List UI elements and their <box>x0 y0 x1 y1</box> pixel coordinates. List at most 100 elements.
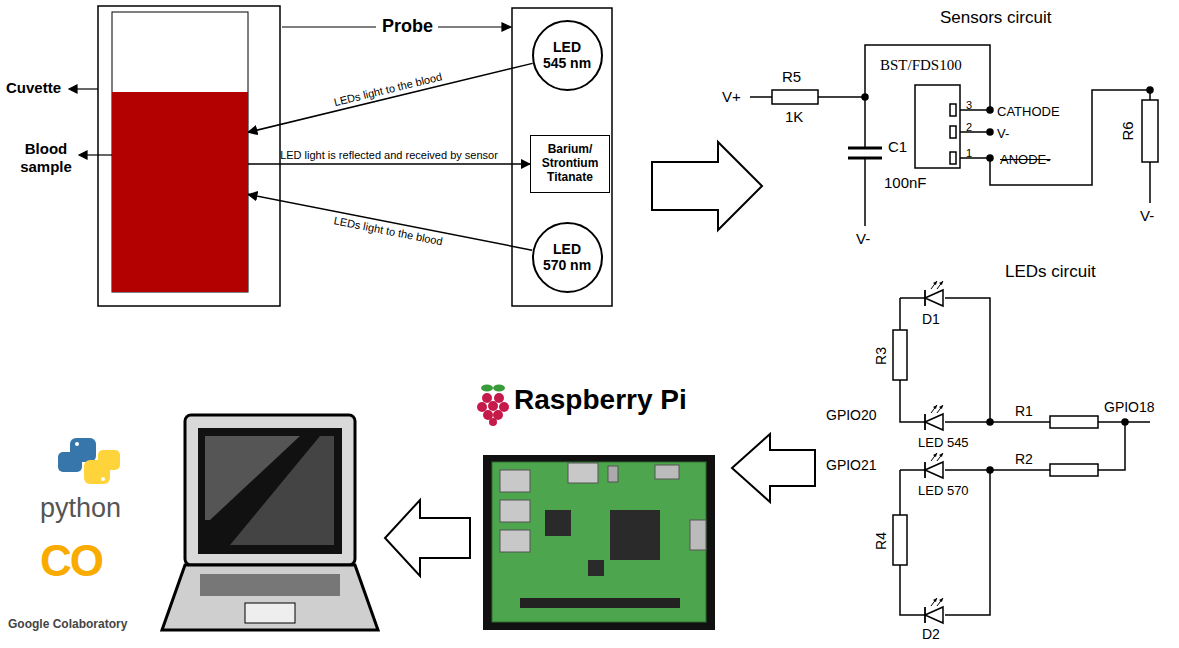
laptop <box>162 415 378 630</box>
raspberry-pi-board-part <box>500 500 530 522</box>
raspberry-pi-board-part <box>610 510 660 560</box>
label-holder: ANODE- <box>1000 150 1051 168</box>
arrow-connector <box>248 63 532 132</box>
label-text: D1 <box>922 311 940 327</box>
label-holder: Google Colaboratory <box>8 614 127 632</box>
leader-lines-part <box>502 23 511 31</box>
cuvette-part <box>112 12 248 292</box>
arrow-connector <box>248 163 530 165</box>
edge-label-holder: LED light is reflected and received by s… <box>280 149 498 161</box>
sensor-circuit-part <box>1149 162 1151 203</box>
led-circuit-part <box>945 298 990 422</box>
label-holder: CATHODE <box>997 102 1060 120</box>
label-text: LEDs circuit <box>1005 262 1096 281</box>
label-holder: R3 <box>872 347 890 365</box>
raspberry-pi-board-part <box>690 520 706 550</box>
label-text: python <box>40 493 121 523</box>
led-circle: LED 570 nm <box>532 222 603 293</box>
led-circle: LED 545 nm <box>532 20 603 91</box>
label-text: Probe <box>382 16 433 36</box>
raspberry-pi-board-part <box>481 385 493 392</box>
blood-sample: Blood sample <box>112 92 248 292</box>
label-text: 3 <box>966 99 972 111</box>
led-circuit-part <box>900 380 925 422</box>
label-text: LED 545 <box>918 435 969 450</box>
led-circuit-part <box>893 515 907 565</box>
leader-lines-part <box>282 26 376 27</box>
led-circuit-part <box>1050 416 1098 428</box>
laptop-part <box>198 428 342 554</box>
probe-box-part <box>512 8 612 306</box>
label-text: R4 <box>873 532 889 550</box>
led-circuit-part <box>899 298 901 330</box>
label-text: GPIO18 <box>1104 399 1155 415</box>
label-holder: Sensors circuit <box>940 8 1051 28</box>
raspberry-pi-board-part <box>500 470 530 492</box>
sensor-circuit-part <box>987 155 993 161</box>
label-text: 1K <box>785 108 803 125</box>
laptop-part <box>162 565 378 630</box>
outer-label-holder: Blood sample <box>4 140 88 176</box>
led-diodes-part <box>925 281 943 306</box>
label-text: 2 <box>966 121 972 133</box>
sensor-circuit-part <box>865 45 990 110</box>
laptop-part <box>230 436 334 545</box>
label-holder: GPIO18 <box>1104 398 1155 416</box>
label-holder: C1 <box>888 138 907 156</box>
sensor-circuit-part <box>1147 87 1153 93</box>
label-text: R5 <box>782 68 801 85</box>
label-holder: R1 <box>1015 402 1033 420</box>
sensor-circuit <box>750 45 1158 226</box>
label-text: R3 <box>873 347 889 365</box>
label-text: 1 <box>966 147 972 159</box>
raspberry-pi-board-part <box>494 393 504 403</box>
label-text: V+ <box>722 88 741 105</box>
label-holder: Cuvette <box>6 79 61 97</box>
leader-lines-part <box>79 151 87 159</box>
edge-label: LEDs light to the blood <box>333 215 444 248</box>
led-circuit-part <box>945 469 1050 471</box>
led-circuit-part <box>900 565 925 615</box>
label-text: LED 570 <box>918 483 969 498</box>
raspberry-pi-board-part <box>489 418 497 426</box>
raspberry-pi-board-part <box>482 393 492 403</box>
sensor-circuit-part <box>960 131 990 133</box>
raspberry-pi-board-part <box>520 598 680 608</box>
label-holder: 3 <box>966 95 972 113</box>
cuvette <box>98 6 280 306</box>
label-holder: Probe <box>382 16 433 37</box>
led-circuit-part <box>987 467 993 473</box>
label-holder: V+ <box>722 88 741 106</box>
led-circuit-part <box>1050 464 1098 476</box>
label-holder: 2 <box>966 117 972 135</box>
sensor-circuit-part <box>960 109 990 111</box>
laptop-part <box>245 603 295 623</box>
sensor-circuit-part <box>772 90 818 104</box>
label-text: BST/FDS100 <box>880 57 962 73</box>
leader-lines-part <box>438 26 504 27</box>
raspberry-pi-board-part <box>493 385 505 392</box>
led-circuit-part <box>900 469 925 471</box>
label-holder: BST/FDS100 <box>880 56 962 74</box>
label-holder: 1K <box>785 108 803 126</box>
led-circuit-part <box>987 419 993 425</box>
label-text: R1 <box>1015 403 1033 419</box>
node-text: Blood sample <box>20 140 72 175</box>
edge-label: LED light is reflected and received by s… <box>280 149 498 161</box>
led-circuit-part <box>1098 422 1150 470</box>
raspberry-pi-board-part <box>545 510 571 536</box>
label-holder: LEDs circuit <box>1005 262 1096 282</box>
sensor-circuit-part <box>864 97 866 148</box>
raspberry-pi-board <box>477 385 715 631</box>
raspberry-pi-board-part <box>568 463 598 483</box>
raspberry-pi-board-part <box>588 560 604 576</box>
label-holder: Raspberry Pi <box>514 384 687 416</box>
python-logo-part <box>58 452 82 472</box>
hollow-arrows-part <box>652 142 762 230</box>
label-holder: V- <box>997 124 1009 142</box>
label-text: Google Colaboratory <box>8 617 127 631</box>
hollow-arrows-part <box>385 500 470 576</box>
raspberry-pi-board-part <box>483 455 715 630</box>
label-holder: R6 <box>1119 121 1137 140</box>
led-diodes <box>925 281 943 623</box>
